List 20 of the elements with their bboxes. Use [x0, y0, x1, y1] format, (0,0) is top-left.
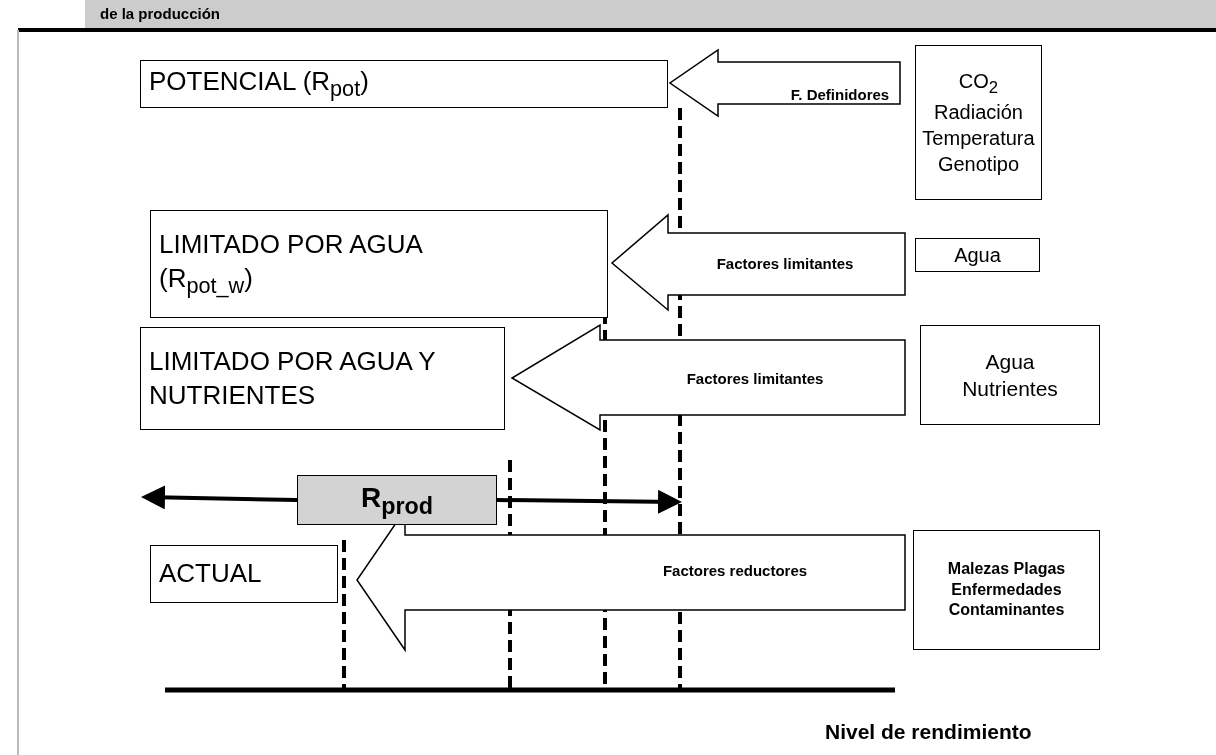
yield-level-box: POTENCIAL (R$_{pot}$) [140, 60, 668, 108]
factor-box: Malezas Plagas Enfermedades Contaminantes [913, 530, 1100, 650]
block-arrow [610, 213, 906, 312]
edge-label: Factores limitantes [685, 370, 825, 387]
axis-label: Nivel de rendimiento [825, 720, 1032, 744]
arrow [496, 489, 682, 514]
edge-label: F. Definidores [789, 86, 891, 103]
factor-box: Agua Nutrientes [920, 325, 1100, 425]
factor-box: Agua [915, 238, 1040, 272]
block-arrow [668, 48, 901, 118]
yield-level-box: LIMITADO POR AGUA Y NUTRIENTES [140, 327, 505, 430]
factor-box: CO$_{2}$ Radiación Temperatura Genotipo [915, 45, 1042, 200]
yield-level-box: ACTUAL [150, 545, 338, 603]
block-arrow [510, 323, 906, 432]
header-title: de la producción [100, 5, 220, 22]
production-yield-box: R$_{prod}$ [297, 475, 497, 525]
edge-label: Factores limitantes [715, 255, 855, 272]
arrow [141, 485, 298, 510]
edge-label: Factores reductores [661, 562, 809, 579]
yield-level-box: LIMITADO POR AGUA (R$_{pot_w}$) [150, 210, 608, 318]
